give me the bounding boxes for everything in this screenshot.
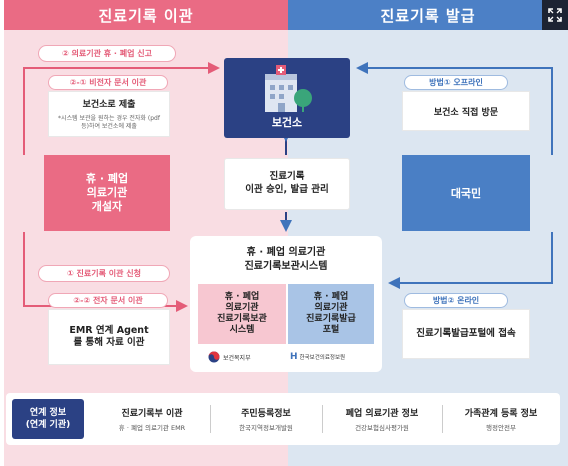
approval-box: 진료기록 이관 승인, 발급 관리	[224, 158, 350, 210]
footer-cell-title: 진료기록부 이관	[121, 409, 183, 419]
records-system-panel: 휴 · 폐업 의료기관 진료기록보관시스템 휴 · 폐업 의료기관 진료기록보관…	[190, 236, 382, 372]
issuance-portal-box: 휴 · 폐업 의료기관 진료기록발급 포털	[288, 284, 374, 344]
electronic-title: EMR 연계 Agent를 통해 자료 이관	[69, 324, 149, 348]
footer-cell-sub: 행정안전부	[486, 424, 516, 432]
system-title: 휴 · 폐업 의료기관 진료기록보관시스템	[244, 247, 328, 272]
approval-text: 진료기록 이관 승인, 발급 관리	[245, 171, 329, 195]
expand-arrows-icon	[548, 8, 562, 22]
footer-cell-title: 폐업 의료기관 정보	[345, 409, 419, 419]
nonelectronic-note: *시스템 보관을 원하는 경우 전자화 (pdf 등)하여 보건소에 제출	[58, 114, 160, 130]
footer-cell-title: 주민등록정보	[241, 409, 291, 419]
footer-cell-sub: 건강보험심사평가원	[355, 424, 409, 432]
online-method-label: 방법② 온라인	[404, 293, 508, 308]
right-header: 진료기록 발급	[288, 0, 568, 30]
mohw-logo-text: 보건복지부	[223, 354, 251, 362]
storage-system-box: 휴 · 폐업 의료기관 진료기록보관 시스템	[198, 284, 286, 344]
citizen-box: 대국민	[402, 155, 530, 231]
footer-cell-sub: 휴 · 폐업 의료기관 EMR	[118, 424, 186, 432]
nonelectronic-title: 보건소로 제출	[82, 99, 136, 110]
expand-icon[interactable]	[542, 0, 568, 30]
footer-divider	[210, 405, 211, 433]
footer-divider	[322, 405, 323, 433]
health-center-box: 보건소	[224, 58, 350, 138]
closure-report-label: ② 의료기관 휴 · 폐업 신고	[38, 45, 176, 62]
khis-logo: H 한국보건의료정보원	[290, 350, 376, 364]
transfer-request-label: ① 진료기록 이관 신청	[38, 265, 170, 282]
closed-institution-founder-box: 휴 · 폐업 의료기관 개설자	[44, 155, 170, 231]
emr-agent-box: EMR 연계 Agent를 통해 자료 이관	[48, 309, 170, 365]
nonelectronic-transfer-label: ②-① 비전자 문서 이관	[48, 75, 168, 90]
footer-cell-resident: 주민등록정보 한국지역정보개발원	[214, 401, 318, 437]
footer-cell-family: 가족관계 등록 정보 행정안전부	[446, 401, 556, 437]
footer-cell-closed-institution: 폐업 의료기관 정보 건강보험심사평가원	[326, 401, 438, 437]
submit-to-health-center-box: 보건소로 제출 *시스템 보관을 원하는 경우 전자화 (pdf 등)하여 보건…	[48, 91, 170, 137]
footer-cell-title: 가족관계 등록 정보	[464, 409, 538, 419]
linked-info-title: 연계 정보 (연계 기관)	[12, 399, 84, 439]
footer-cell-emr: 진료기록부 이관 휴 · 폐업 의료기관 EMR	[98, 401, 206, 437]
khis-logo-text: 한국보건의료정보원	[299, 355, 346, 361]
offline-method-label: 방법① 오프라인	[404, 75, 508, 90]
mohw-logo: 보건복지부	[208, 350, 280, 364]
footer-divider	[442, 405, 443, 433]
health-center-label: 보건소	[271, 116, 303, 129]
offline-title: 보건소 직접 방문	[433, 107, 499, 118]
hospital-building-icon	[265, 65, 312, 112]
left-header: 진료기록 이관	[4, 0, 288, 30]
footer-cell-sub: 한국지역정보개발원	[239, 424, 293, 432]
electronic-transfer-label: ②-② 전자 문서 이관	[48, 293, 168, 308]
khis-h-icon: H	[290, 352, 298, 362]
linked-info-footer: 연계 정보 (연계 기관) 진료기록부 이관 휴 · 폐업 의료기관 EMR 주…	[6, 393, 560, 445]
taegeuk-icon	[208, 351, 220, 363]
online-title: 진료기록발급포털에 접속	[416, 327, 516, 339]
offline-visit-box: 보건소 직접 방문	[402, 91, 530, 131]
online-portal-box: 진료기록발급포털에 접속	[402, 309, 530, 359]
